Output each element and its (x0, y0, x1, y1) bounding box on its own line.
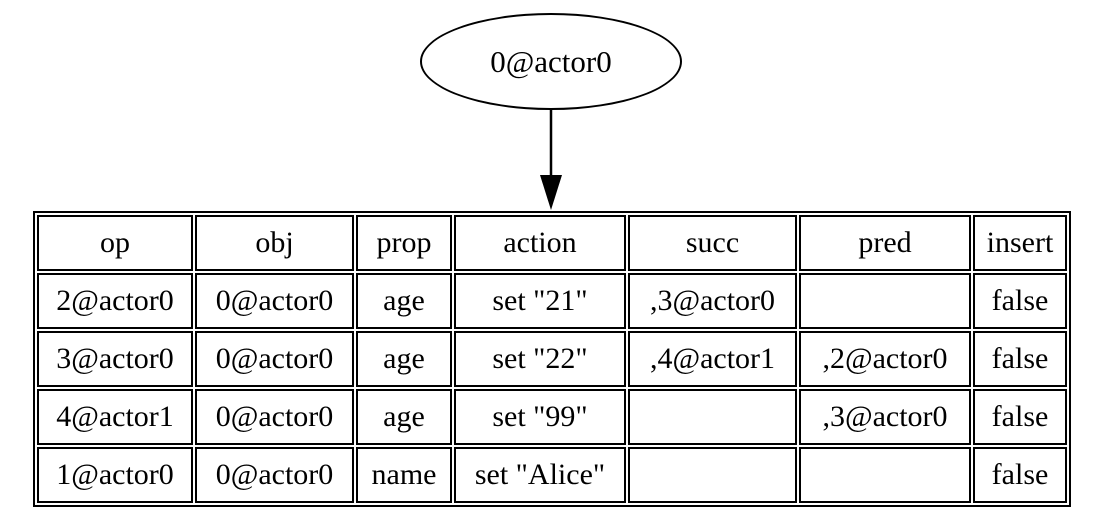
table-row: 1@actor0 0@actor0 name set "Alice" false (37, 447, 1067, 503)
table-cell: 0@actor0 (195, 447, 354, 503)
header-cell-op: op (37, 215, 193, 271)
table-cell (628, 447, 797, 503)
table-cell: 1@actor0 (37, 447, 193, 503)
header-cell-action: action (454, 215, 626, 271)
header-cell-prop: prop (356, 215, 452, 271)
table-cell: false (973, 389, 1067, 445)
table-cell: set "22" (454, 331, 626, 387)
table-cell: false (973, 331, 1067, 387)
table-cell: 0@actor0 (195, 331, 354, 387)
edge-arrow-icon (540, 109, 562, 210)
table-cell (799, 273, 971, 329)
table-cell: 4@actor1 (37, 389, 193, 445)
table-cell: age (356, 331, 452, 387)
table-cell: name (356, 447, 452, 503)
table-cell: 2@actor0 (37, 273, 193, 329)
table-cell: set "Alice" (454, 447, 626, 503)
table-cell: false (973, 273, 1067, 329)
table-cell: ,2@actor0 (799, 331, 971, 387)
header-cell-insert: insert (973, 215, 1067, 271)
table-cell (628, 389, 797, 445)
table-row: 4@actor1 0@actor0 age set "99" ,3@actor0… (37, 389, 1067, 445)
header-cell-pred: pred (799, 215, 971, 271)
table-cell: 3@actor0 (37, 331, 193, 387)
operations-table: op obj prop action succ pred insert 2@ac… (33, 211, 1071, 507)
header-cell-succ: succ (628, 215, 797, 271)
table-cell: ,4@actor1 (628, 331, 797, 387)
table-cell (799, 447, 971, 503)
table-cell: 0@actor0 (195, 389, 354, 445)
table-cell: set "99" (454, 389, 626, 445)
table-row: 3@actor0 0@actor0 age set "22" ,4@actor1… (37, 331, 1067, 387)
operations-table-grid: op obj prop action succ pred insert 2@ac… (35, 213, 1069, 505)
node-label: 0@actor0 (490, 44, 612, 79)
table-cell: age (356, 273, 452, 329)
table-cell: set "21" (454, 273, 626, 329)
table-cell: 0@actor0 (195, 273, 354, 329)
table-cell: ,3@actor0 (799, 389, 971, 445)
table-cell: age (356, 389, 452, 445)
node-ellipse: 0@actor0 (420, 13, 682, 110)
table-header-row: op obj prop action succ pred insert (37, 215, 1067, 271)
table-cell: false (973, 447, 1067, 503)
header-cell-obj: obj (195, 215, 354, 271)
table-row: 2@actor0 0@actor0 age set "21" ,3@actor0… (37, 273, 1067, 329)
table-cell: ,3@actor0 (628, 273, 797, 329)
